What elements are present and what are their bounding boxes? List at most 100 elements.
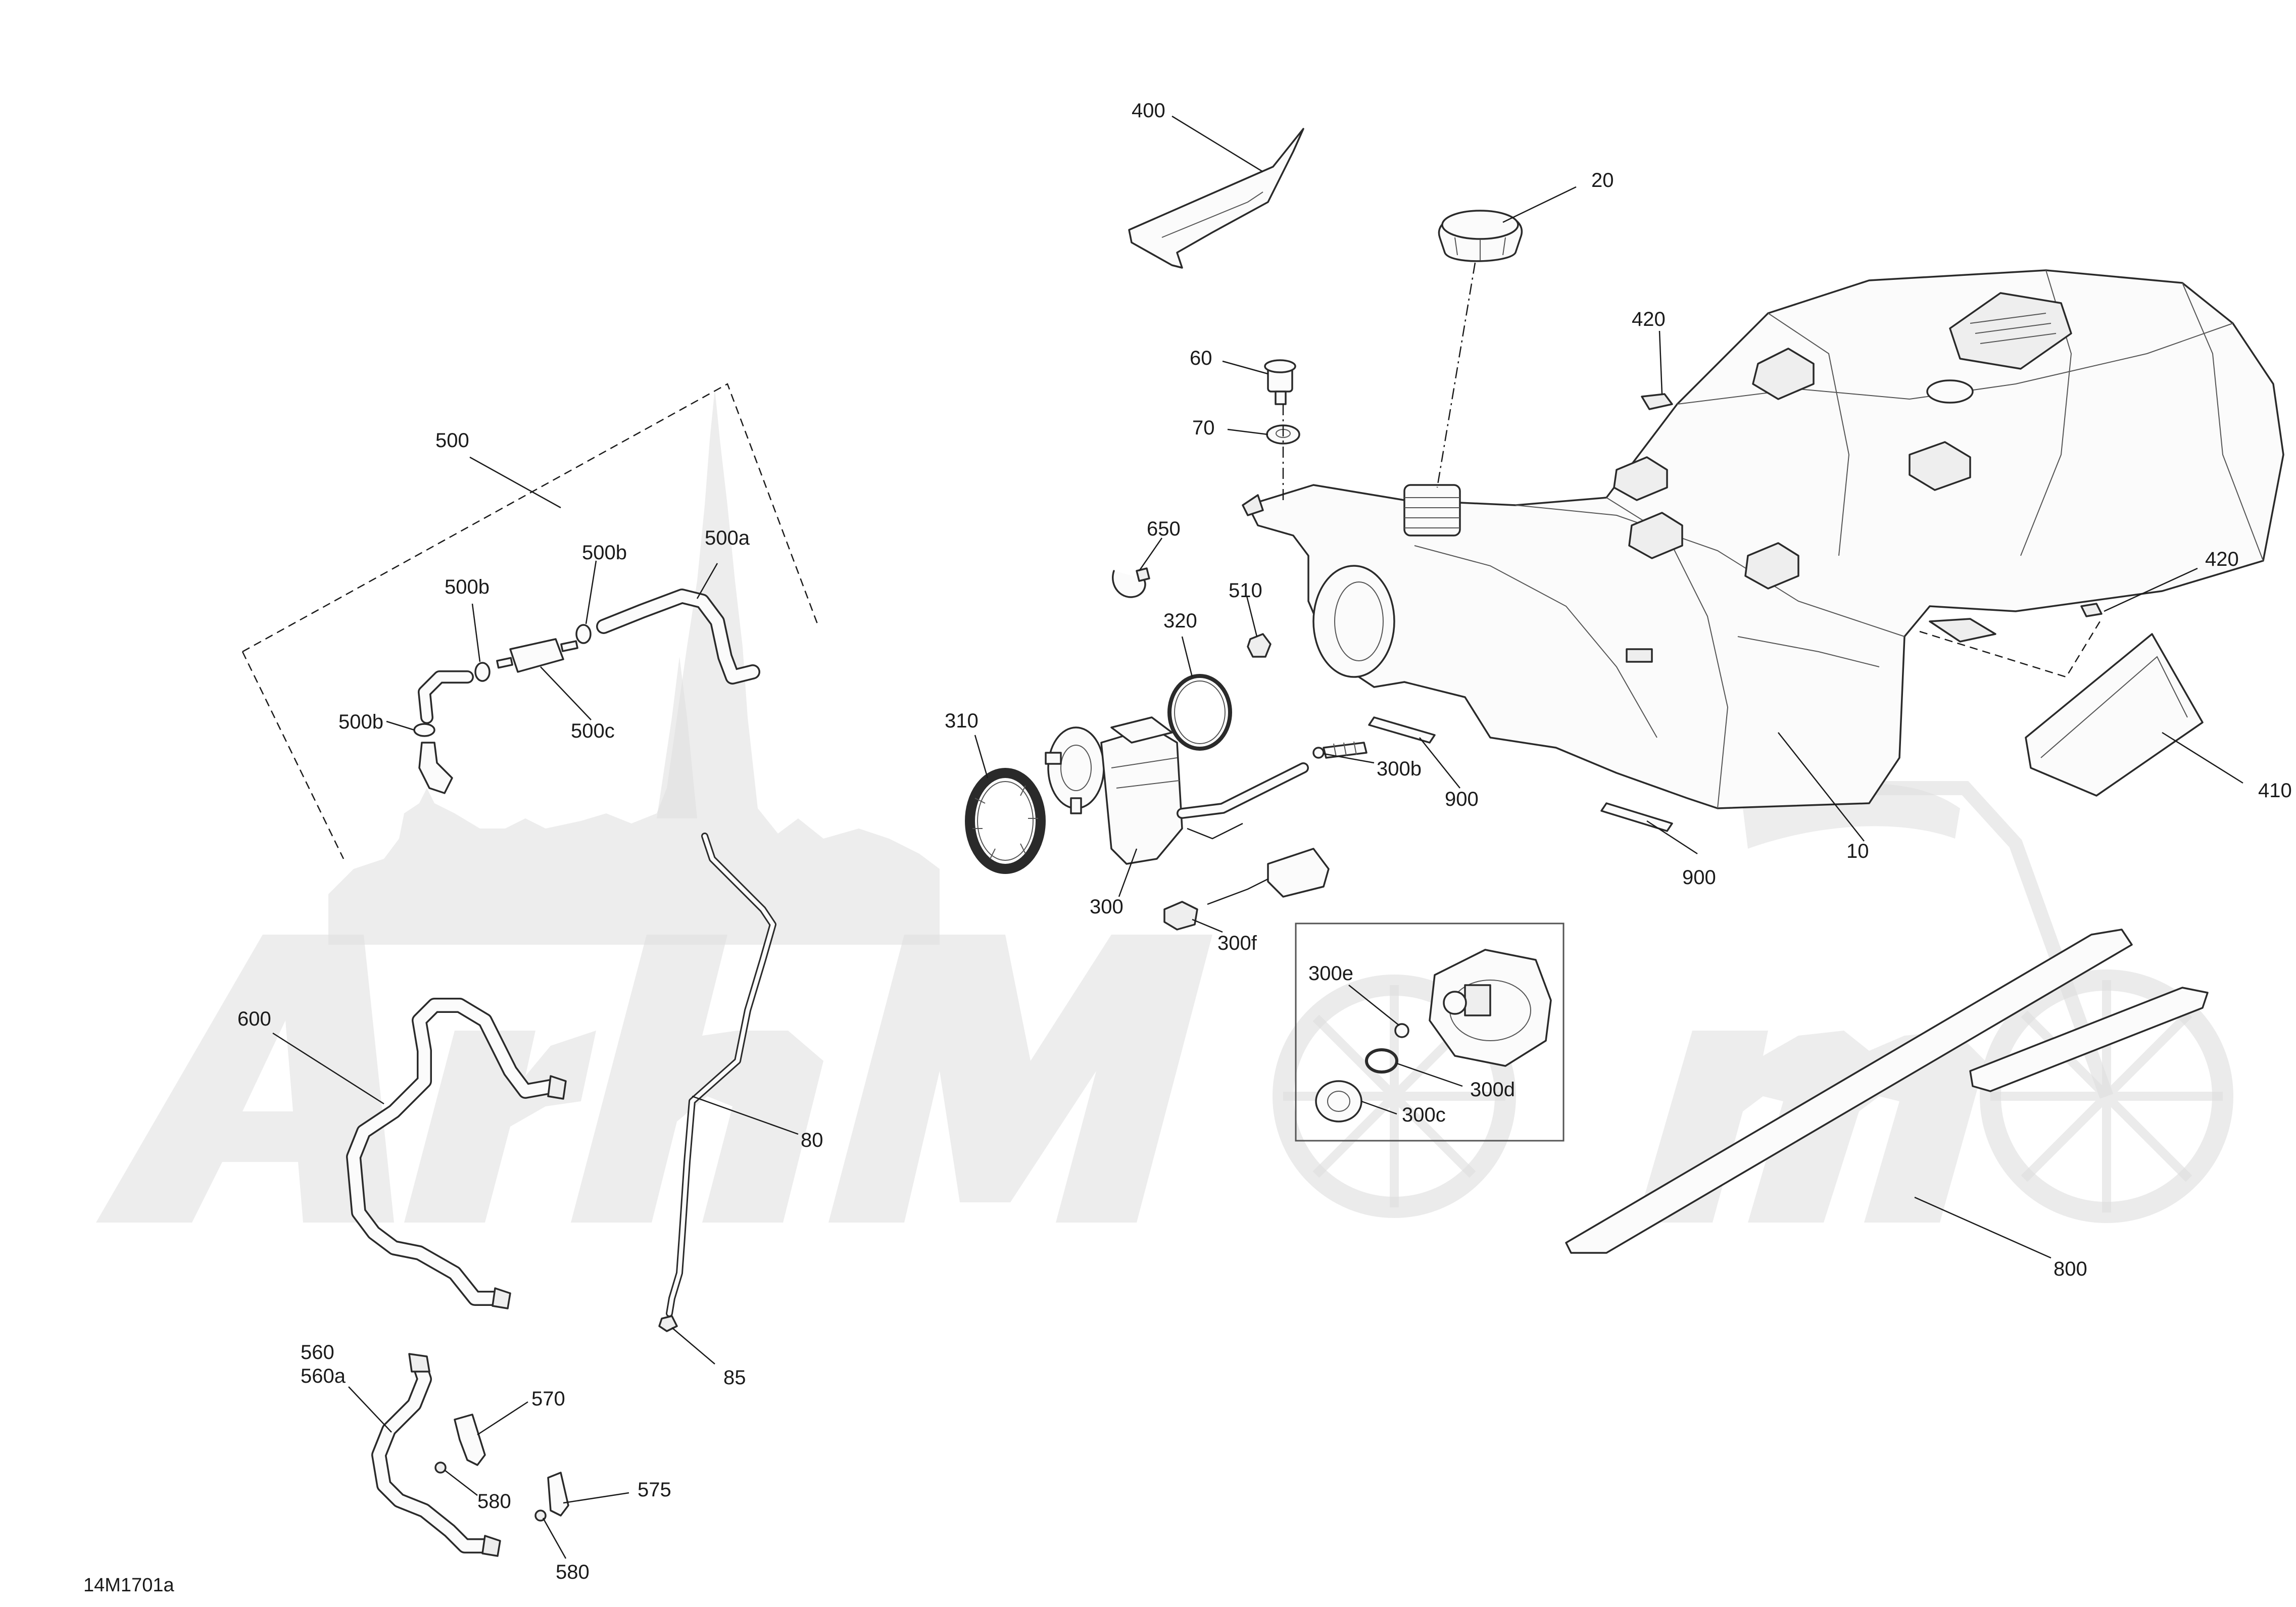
tank-bracket-4 [1744,542,1799,590]
callout-300c: 300c [1402,1104,1446,1126]
fuel-cap-grips [1454,237,1506,260]
bumper-420-right-guide [1919,618,2103,678]
pump-canister-lines [1111,757,1180,789]
watermark-letter-a [96,935,394,1223]
inset-oring-300e [1394,1023,1409,1038]
callout-800: 800 [2054,1258,2087,1280]
fuel-tank-contour-4 [1414,545,1657,738]
tank-sender-plate [1949,292,2072,370]
callout-300d: 300d [1470,1079,1515,1101]
leader-80 [692,1095,799,1135]
leader-85 [671,1327,715,1365]
inset-pump-head-port [1443,991,1467,1015]
hose-600-inner [348,999,559,1304]
inset-regulator-300c-inner [1327,1091,1350,1112]
level-sensor-300f [1163,901,1198,931]
tank-bracket-2 [1613,456,1668,501]
spring-300b-coils [1333,741,1357,757]
leader-300d [1396,1062,1463,1087]
callout-580-lower: 580 [556,1561,590,1583]
filler-neck-thread [1404,497,1460,528]
kit-500-boundary-top [242,383,819,653]
leader-20 [1502,186,1577,223]
callout-labels: 400 20 60 70 420 420 650 510 320 310 300… [237,100,2292,1583]
leader-300 [1118,848,1138,897]
screw-580-upper [434,1462,447,1474]
fuel-filter-500c-body [509,638,564,673]
callout-900-lower: 900 [1682,866,1716,889]
pump-flange-inner [1060,745,1092,791]
callout-500b-right: 500b [582,542,627,564]
tank-bracket-1 [1752,348,1815,400]
callout-560a: 560a [301,1365,346,1387]
heat-shield-400-rib [1161,191,1263,238]
leader-10 [1778,732,1865,842]
callout-570: 570 [531,1388,565,1410]
lock-ring-310-inner [977,781,1034,861]
vent-valve-60-top [1264,359,1296,373]
pump-canister [1100,726,1183,865]
lock-ring-310-outer [965,768,1046,874]
leader-500a [696,563,718,599]
callout-300b: 300b [1377,758,1422,780]
leader-410 [2162,732,2243,784]
leader-500b-right [585,560,597,624]
film-800-large [1565,929,2133,1254]
heat-shield-410 [2025,633,2204,797]
leader-300c [1361,1100,1397,1115]
callout-510: 510 [1229,579,1262,602]
fuel-cap-top [1441,210,1519,240]
fuel-tank-contour-1 [1768,313,1850,556]
callout-10: 10 [1846,840,1869,862]
leader-420-right [2104,567,2198,612]
leader-650 [1138,538,1163,571]
clamp-500b-lower [413,723,435,737]
callout-500b-middle: 500b [445,576,490,598]
inset-pump-detail-box [1295,922,1565,1142]
leader-900-lower [1646,820,1698,855]
tank-sender-ribs [1970,313,2057,344]
callout-80: 80 [801,1129,823,1151]
bracket-570 [454,1414,486,1466]
leader-500b-middle [471,603,481,662]
fuel-tank-contour-5 [1737,636,1880,667]
cap-to-neck-axis [1436,262,1476,488]
hose-560-fitting [481,1535,501,1557]
tank-bracket-5 [1628,512,1683,559]
callout-500b-lower: 500b [338,711,383,733]
callout-310: 310 [945,710,979,732]
leader-400 [1171,115,1263,173]
leader-560 [348,1386,392,1433]
hose-600-fitting [492,1287,511,1309]
callout-600: 600 [237,1008,271,1030]
pad-900-upper [1368,716,1436,744]
callout-420-right: 420 [2205,548,2239,570]
watermark-wheel-spokes-left [1283,985,1505,1207]
pump-flange [1047,726,1105,809]
watermark-spire-left [657,657,697,818]
callout-400: 400 [1132,100,1165,122]
vent-line-80-inner [667,834,775,1316]
leader-510 [1246,596,1258,637]
clamp-650-ring [1112,570,1146,598]
callout-300f: 300f [1217,932,1257,954]
callout-60: 60 [1190,347,1212,369]
hose-600-end-connector [547,1075,567,1100]
film-800-small [1969,987,2209,1092]
leader-300b [1323,753,1375,764]
tank-side-tab [1626,648,1653,663]
fuel-cap [1438,210,1523,262]
bumper-420-right [2080,603,2103,617]
hose-560-inner [373,1358,491,1552]
tank-vent-nipple [1242,494,1264,516]
inset-pump-head [1429,949,1552,1067]
leader-500c [540,666,592,720]
leader-60 [1222,360,1268,375]
lock-ring-310 [965,768,1046,874]
spring-300b-tip [1312,747,1325,759]
leader-580-upper [444,1470,478,1496]
leader-300e [1348,985,1400,1026]
clamp-500b-middle [474,662,491,682]
hose-560-connector [408,1353,430,1373]
pump-top-plate [1110,716,1173,744]
